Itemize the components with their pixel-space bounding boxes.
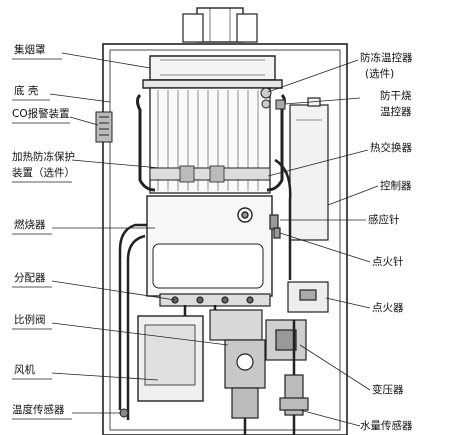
label-igniter: 点火器 [372, 302, 404, 314]
leader-lines-left [49, 52, 229, 414]
antifreeze-thermostat [260, 87, 272, 109]
igniter-box [287, 281, 329, 313]
label-underlines [12, 58, 72, 420]
dry-burn-thermostat [275, 99, 286, 110]
label-co-alarm: CO报警装置 [12, 108, 70, 120]
label-distributor: 分配器 [14, 272, 46, 284]
label-smoke-hood: 集烟罩 [14, 44, 46, 56]
transformer [265, 319, 307, 361]
label-fan: 风机 [14, 364, 35, 376]
leader-lines-right [267, 59, 379, 427]
label-controller: 控制器 [380, 180, 412, 192]
water-flow-sensor [279, 374, 309, 416]
co-alarm-device [95, 111, 113, 143]
water-pipes [118, 158, 296, 435]
flue-outlet [182, 7, 258, 43]
label-proportional-valve: 比例阀 [14, 314, 46, 326]
label-antifreeze-line2: 装置（选件） [12, 167, 75, 179]
distributor [159, 293, 271, 307]
label-burner: 燃烧器 [14, 219, 46, 231]
heat-exchanger [136, 87, 286, 194]
controller-box [289, 97, 329, 241]
proportional-valve [209, 309, 266, 419]
label-antifreeze-thermostat-line1: 防冻温控器 [360, 52, 413, 64]
label-dry-burn-line2: 温控器 [380, 106, 412, 118]
smoke-hood [142, 55, 283, 89]
fan [137, 315, 204, 402]
label-antifreeze-thermostat-line2: (选件) [365, 68, 395, 80]
label-sensing-pin: 感应针 [368, 214, 400, 226]
label-dry-burn-line1: 防干烧 [380, 90, 412, 102]
burner-box [146, 195, 273, 297]
temperature-sensor [119, 408, 129, 418]
casing [102, 43, 348, 435]
label-base-shell: 底 壳 [14, 85, 39, 97]
label-temperature-sensor: 温度传感器 [12, 404, 65, 416]
label-antifreeze-line1: 加热防冻保护 [12, 151, 75, 163]
label-heat-exchanger: 热交换器 [370, 142, 412, 154]
label-ignition-pin: 点火针 [372, 256, 404, 268]
label-water-flow-sensor: 水量传感器 [360, 420, 413, 432]
label-transformer: 变压器 [372, 384, 404, 396]
